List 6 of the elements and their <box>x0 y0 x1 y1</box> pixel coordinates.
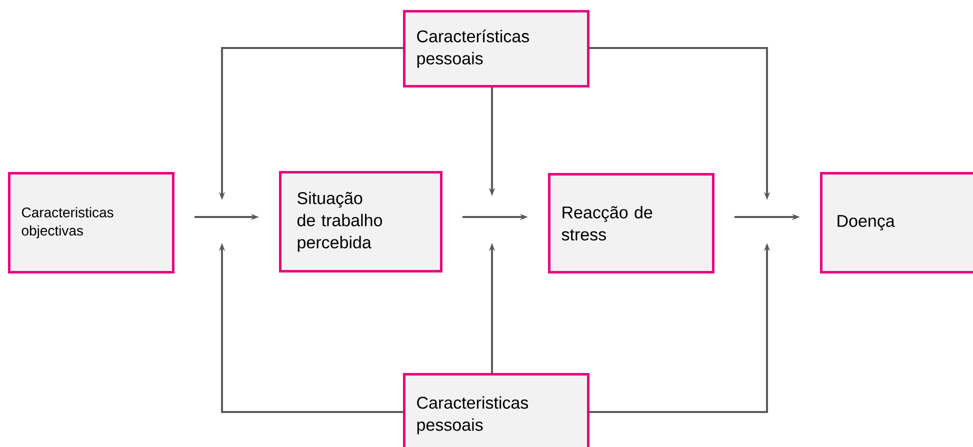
process-box: Reacção de stress <box>548 173 714 274</box>
process-box: Características pessoais <box>403 10 590 88</box>
process-box: Caracteristicas pessoais <box>403 373 590 447</box>
process-box: Doença <box>820 172 973 274</box>
process-box: Situação de trabalho percebida <box>279 171 442 272</box>
process-box: Caracteristicas objectivas <box>8 172 174 274</box>
